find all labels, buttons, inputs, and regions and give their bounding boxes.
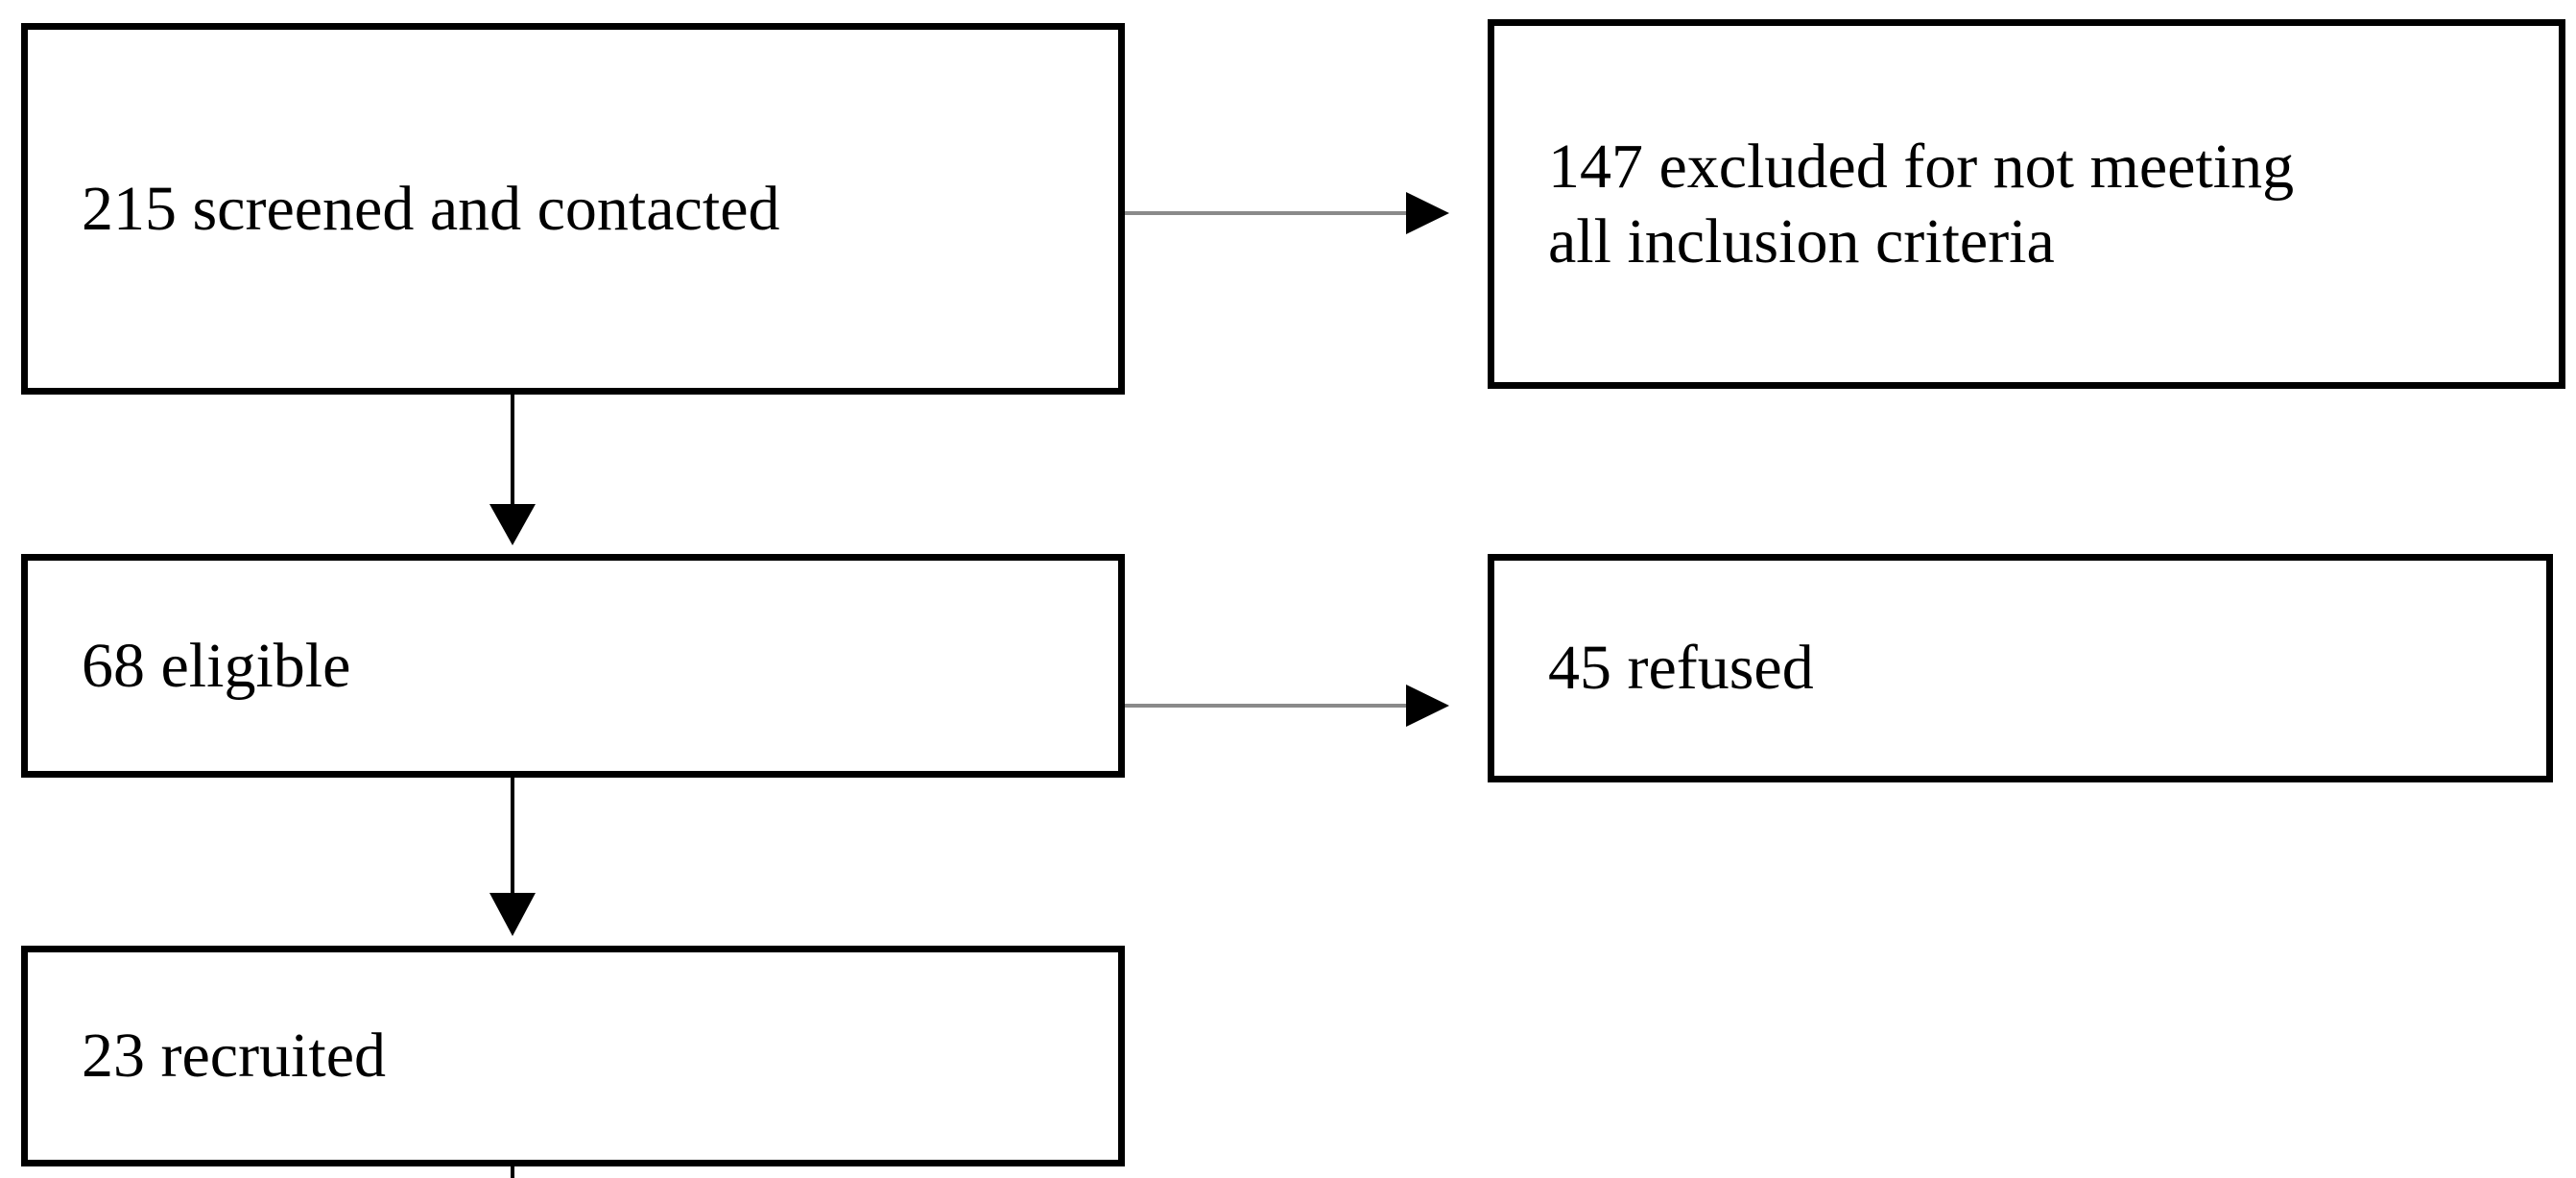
- arrow-eligible-to-refused: [1125, 685, 1449, 727]
- eligible-label: 68 eligible: [82, 630, 351, 701]
- recruited-box: 23 recruited: [21, 946, 1125, 1166]
- refused-label: 45 refused: [1548, 633, 1814, 703]
- arrow-screened-to-excluded: [1125, 192, 1449, 234]
- excluded-box: 147 excluded for not meeting all inclusi…: [1488, 19, 2565, 389]
- recruited-label: 23 recruited: [82, 1021, 387, 1091]
- screened-box: 215 screened and contacted: [21, 23, 1125, 395]
- arrow-eligible-to-recruited: [489, 774, 536, 936]
- refused-box: 45 refused: [1488, 554, 2553, 782]
- screened-label: 215 screened and contacted: [82, 173, 780, 244]
- arrow-screened-to-eligible: [489, 389, 536, 545]
- excluded-label: 147 excluded for not meeting all inclusi…: [1548, 131, 2295, 276]
- eligible-box: 68 eligible: [21, 554, 1125, 778]
